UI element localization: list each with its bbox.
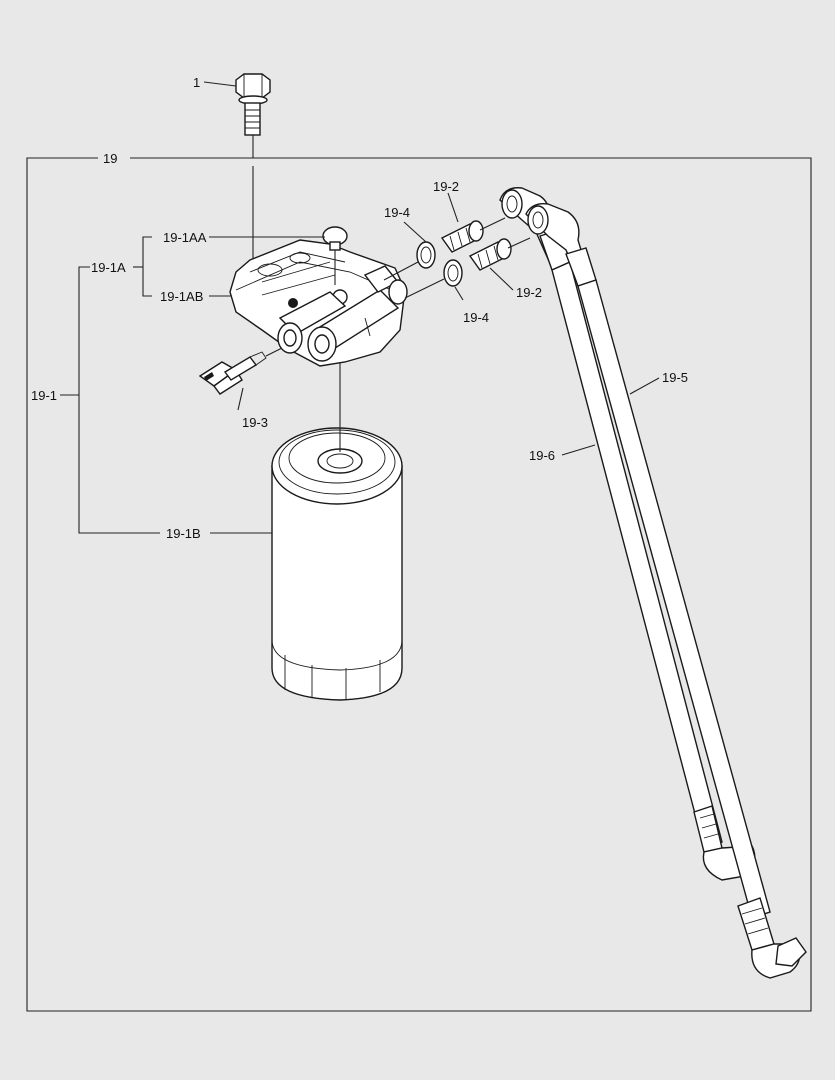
seal-lower-part bbox=[443, 259, 463, 287]
label-head-part-ab: 19-1AB bbox=[160, 289, 203, 304]
fitting-axis-lower bbox=[507, 237, 531, 249]
label-fitting-upper: 19-2 bbox=[433, 179, 459, 194]
sensor-part bbox=[198, 351, 267, 395]
label-hose-b: 19-6 bbox=[529, 448, 555, 463]
label-hose-a: 19-5 bbox=[662, 370, 688, 385]
bolt-part bbox=[235, 73, 271, 136]
label-filter-head-assy: 19-1 bbox=[31, 388, 57, 403]
seal-upper-part bbox=[416, 241, 436, 269]
leader-lines bbox=[60, 81, 660, 534]
fitting-upper-part bbox=[440, 220, 484, 253]
assembly-frame bbox=[26, 157, 812, 1012]
seal-axis-lower bbox=[404, 278, 445, 299]
filter-cartridge-part bbox=[271, 427, 403, 701]
label-filter-cartridge: 19-1B bbox=[166, 526, 201, 541]
sensor-axis-line bbox=[265, 347, 283, 357]
seal-axis-upper bbox=[383, 261, 419, 281]
label-sensor: 19-3 bbox=[242, 415, 268, 430]
fitting-lower-part bbox=[468, 238, 512, 271]
fitting-axis-upper bbox=[479, 217, 506, 231]
label-fitting-lower: 19-2 bbox=[516, 285, 542, 300]
label-assembly: 19 bbox=[103, 151, 117, 166]
hose-a-part bbox=[525, 203, 807, 979]
label-bolt: 1 bbox=[193, 75, 200, 90]
label-seal-lower: 19-4 bbox=[463, 310, 489, 325]
label-head-part-aa: 19-1AA bbox=[163, 230, 207, 245]
label-seal-upper: 19-4 bbox=[384, 205, 410, 220]
label-head-subassy: 19-1A bbox=[91, 260, 126, 275]
filter-head-part bbox=[229, 239, 408, 367]
